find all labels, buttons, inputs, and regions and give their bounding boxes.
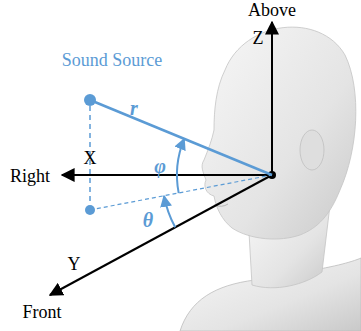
azimuth-arc (164, 196, 175, 227)
radius-line (90, 100, 272, 175)
direction-label: Above (248, 1, 296, 19)
source-label: Sound Source (62, 51, 163, 69)
source-dot (84, 94, 96, 106)
axis-label: Y (68, 255, 81, 273)
distance-symbol: r (130, 98, 138, 118)
axis-label: X (84, 149, 97, 167)
projected-dot (85, 205, 95, 215)
azimuth-symbol: θ (143, 210, 153, 230)
axes (50, 22, 276, 295)
source-geometry (84, 94, 272, 227)
direction-label: Right (10, 167, 50, 185)
elevation-symbol: φ (154, 156, 166, 176)
projection-line (90, 175, 272, 210)
direction-label: Front (22, 303, 61, 321)
y-axis (50, 175, 272, 295)
elevation-arc (177, 139, 184, 193)
z-axis (271, 22, 273, 175)
axis-label: Z (253, 29, 264, 47)
head (202, 27, 356, 239)
ear (300, 130, 324, 170)
head-figure (180, 27, 361, 331)
x-axis (62, 174, 272, 176)
